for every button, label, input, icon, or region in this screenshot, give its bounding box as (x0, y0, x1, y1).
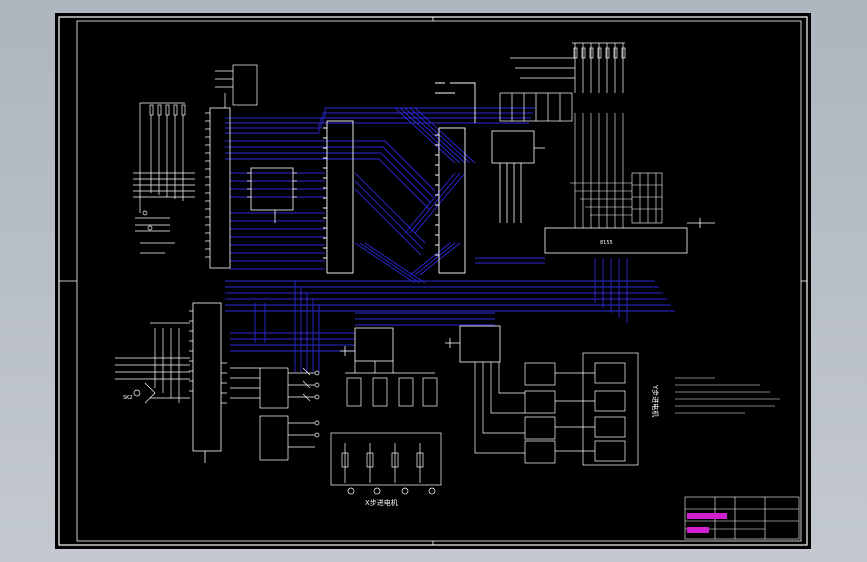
title-block (684, 496, 800, 540)
keypad-matrix (570, 113, 663, 228)
frame-ticks (59, 17, 807, 545)
chip-u3 (323, 120, 354, 274)
x-stepper-caption: X步进电机 (365, 498, 398, 507)
chip-x-driver (340, 327, 394, 362)
switch-sk2-label: SK2 (123, 395, 133, 401)
chip-u4 (435, 82, 476, 274)
schematic-drawing: 8155 SK2 (58, 16, 808, 546)
chip-u5 (491, 130, 545, 223)
chip-y-driver (445, 325, 501, 363)
chip-u1 (205, 107, 231, 269)
chip-u6 (189, 302, 227, 463)
y-stepper-bridge (474, 352, 639, 466)
x-stepper-bridge (330, 361, 442, 495)
chip-u2 (247, 167, 297, 223)
chip-8155-label: 8155 (600, 240, 613, 246)
top-left-ladder (133, 102, 195, 254)
relay-array (499, 42, 626, 122)
lower-left-ladder (115, 322, 190, 404)
driver-stage-left (230, 367, 320, 461)
design-notes (675, 377, 780, 414)
top-relay (215, 64, 258, 108)
wiring-bus (225, 107, 675, 373)
y-stepper-caption: Y步进电机 (651, 384, 660, 417)
drawing-sheet: 8155 SK2 (55, 13, 811, 549)
chip-8155 (544, 218, 715, 254)
